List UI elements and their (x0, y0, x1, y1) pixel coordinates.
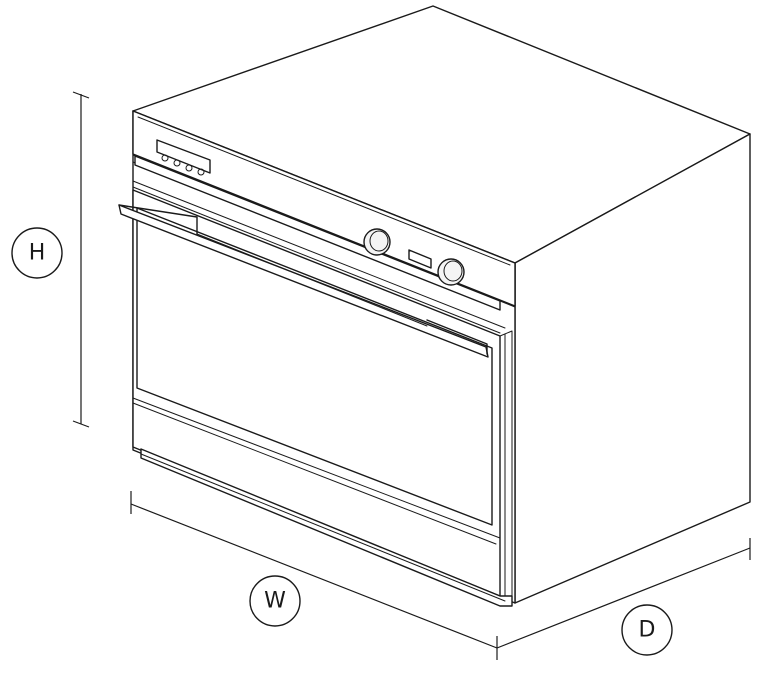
control-button (161, 154, 169, 162)
control-button (173, 159, 181, 167)
depth-dimension-line (496, 547, 751, 649)
depth-label: D (639, 618, 656, 643)
oven-base-trim (140, 448, 513, 607)
width-label-circle (249, 575, 301, 627)
height-dimension: H (11, 91, 90, 428)
height-label: H (29, 241, 46, 266)
control-knob (437, 258, 465, 286)
width-label: W (264, 589, 286, 614)
timer-display (408, 249, 432, 269)
control-panel (132, 110, 516, 311)
display-window (156, 139, 211, 174)
control-button (185, 164, 193, 172)
control-knob (363, 228, 391, 256)
width-dimension: W (130, 491, 498, 660)
control-button (197, 168, 205, 176)
width-dimension-line (130, 503, 498, 649)
height-label-circle (11, 227, 63, 279)
door-window (136, 207, 493, 526)
depth-dimension: D (496, 538, 751, 656)
depth-label-circle (621, 604, 673, 656)
oven-door (118, 180, 513, 597)
door-handle (118, 204, 489, 358)
